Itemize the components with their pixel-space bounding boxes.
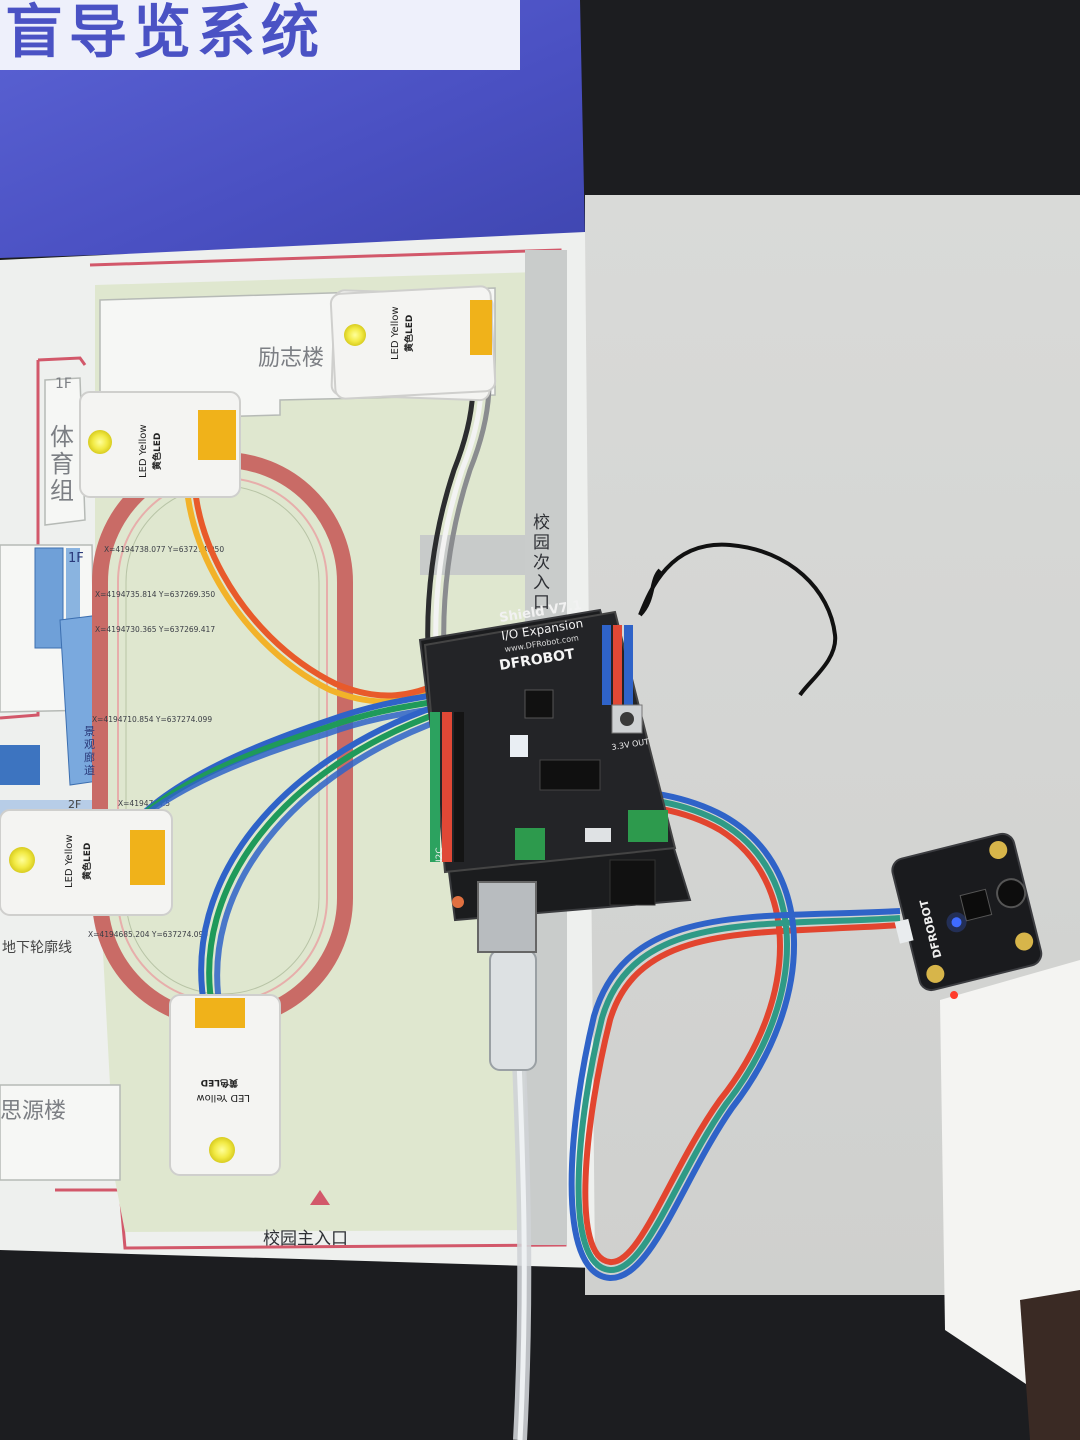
status-led-red <box>950 991 959 1000</box>
coord-3: X=4194730.365 Y=637269.417 <box>95 625 215 634</box>
led-bulb-left <box>9 847 35 873</box>
led-bottom-label-en: LED Yellow <box>196 1092 250 1103</box>
usb-plug <box>489 949 537 1071</box>
campus-boundary <box>55 248 567 1250</box>
led-bulb-bottom <box>209 1137 235 1163</box>
power-switch[interactable] <box>585 828 611 842</box>
poster-title: 盲导览系统 <box>5 0 325 66</box>
label-gate-main: 校园主入口 <box>263 1229 348 1249</box>
label-lizhi: 励志楼 <box>258 346 324 371</box>
loose-black-wire <box>638 542 838 697</box>
label-2f: 2F <box>68 798 81 811</box>
svg-text:道: 道 <box>84 763 95 777</box>
building-sports <box>44 377 86 526</box>
wire-sensor-cable <box>478 801 901 1265</box>
coord-6: X=4194685.204 Y=637274.099 <box>88 930 208 939</box>
led-sports-label-cn: 黄色LED <box>151 433 163 470</box>
label-siyuan: 思源楼 <box>0 1099 66 1124</box>
label-sports: 体 育 组 <box>50 423 74 505</box>
svg-text:入: 入 <box>533 573 550 593</box>
led-module-bottom <box>169 994 281 1176</box>
wire-rgb-bottom-led <box>198 702 441 1011</box>
terminal-block-left <box>515 828 545 860</box>
label-scenic: 景 观 廊 道 <box>84 725 95 777</box>
svg-text:次: 次 <box>533 553 550 573</box>
label-underground: 地下轮廓线 <box>2 939 72 956</box>
svg-text:园: 园 <box>533 533 550 553</box>
header-pins-right <box>602 625 633 705</box>
led-top-label-en: LED Yellow <box>390 306 401 360</box>
shield-i2c: I2C <box>435 847 445 862</box>
led-module-left <box>0 809 173 916</box>
led-left-label-en: LED Yellow <box>64 834 75 888</box>
svg-text:组: 组 <box>50 477 74 505</box>
svg-text:观: 观 <box>84 738 95 751</box>
svg-text:廊: 廊 <box>84 750 95 764</box>
stair-block <box>34 547 64 649</box>
building-siyuan <box>0 1084 121 1181</box>
coord-1: X=4194738.077 Y=637274.050 <box>104 545 224 554</box>
led-left-label-cn: 黄色LED <box>81 843 93 880</box>
svg-text:育: 育 <box>50 450 74 478</box>
led-bottom-label-cn: 黄色LED <box>201 1077 238 1089</box>
led-bulb-sports <box>88 430 112 454</box>
led-bulb-top <box>344 324 366 346</box>
svg-text:景: 景 <box>84 725 95 738</box>
label-1f-a: 1F <box>55 376 72 392</box>
svg-text:体: 体 <box>50 423 74 451</box>
label-1f-b: 1F <box>68 551 84 566</box>
coord-labels: X=4194738.077 Y=637274.050 X=4194735.814… <box>88 545 224 939</box>
usb-port <box>477 881 537 953</box>
label-gate-secondary: 校 园 次 入 口 <box>533 513 550 613</box>
microphone-icon <box>996 878 1027 909</box>
led-top-label-cn: 黄色LED <box>403 315 415 352</box>
coord-2: X=4194735.814 Y=637269.350 <box>95 590 215 599</box>
header-pins-left <box>430 712 464 862</box>
dc-jack <box>609 859 656 906</box>
coord-4: X=4194710.854 Y=637274.099 <box>92 715 212 724</box>
coord-5: X=4194704.5 <box>118 799 170 808</box>
led-sports-label-en: LED Yellow <box>138 424 149 478</box>
terminal-block-right <box>628 810 668 842</box>
svg-text:校: 校 <box>533 513 550 533</box>
svg-text:口: 口 <box>533 593 550 613</box>
poster-title-band <box>0 0 520 70</box>
status-led-blue <box>951 917 962 928</box>
sensor-module: DFROBOT <box>891 832 1043 1000</box>
logo-plate <box>510 735 528 757</box>
arduino-board: Shield V7.1 I/O Expansion www.DFRobot.co… <box>418 598 692 953</box>
